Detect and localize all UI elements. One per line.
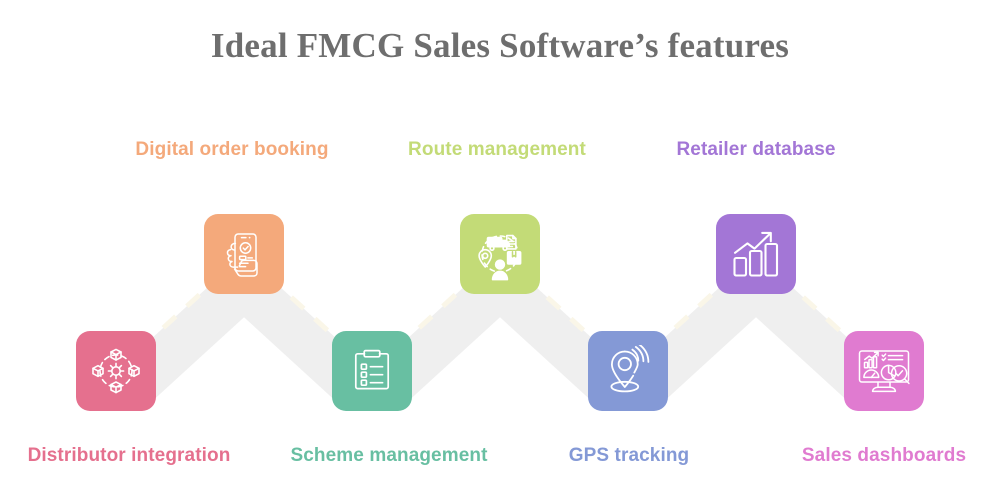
location-pin-signal-icon — [602, 345, 654, 397]
document-glyph — [506, 234, 517, 250]
feature-label-distributor-integration: Distributor integration — [27, 445, 231, 466]
bar-chart-growth-icon — [731, 229, 781, 279]
map-pin-glyph — [478, 248, 493, 268]
feature-tile-route-management[interactable] — [460, 214, 540, 294]
feature-tile-digital-order-booking[interactable] — [204, 214, 284, 294]
feature-tile-sales-dashboards[interactable] — [844, 331, 924, 411]
feature-label-retailer-database: Retailer database — [676, 139, 836, 160]
page-title: Ideal FMCG Sales Software’s features — [210, 26, 790, 65]
delivery-route-icon — [473, 227, 527, 281]
cube-top — [110, 348, 122, 361]
dashboard-monitor-icon — [857, 344, 911, 398]
feature-label-digital-order-booking: Digital order booking — [135, 139, 329, 160]
feature-tile-retailer-database[interactable] — [716, 214, 796, 294]
cube-right — [128, 364, 140, 378]
feature-label-gps-tracking: GPS tracking — [568, 445, 690, 466]
hand-phone-order-icon — [219, 229, 269, 279]
magnifier-check — [890, 365, 910, 385]
feature-label-scheme-management: Scheme management — [290, 445, 488, 466]
package-box-glyph — [506, 251, 522, 265]
cube-bottom — [110, 381, 122, 394]
truck-glyph — [486, 236, 510, 252]
mini-list — [881, 353, 904, 362]
clipboard-checklist-icon — [348, 347, 396, 395]
feature-label-route-management: Route management — [408, 139, 586, 160]
mini-bar-chart — [863, 351, 879, 369]
cube-left — [92, 364, 104, 378]
mini-gauge — [863, 369, 880, 379]
feature-tile-gps-tracking[interactable] — [588, 331, 668, 411]
gear-network-icon — [90, 345, 142, 397]
feature-label-sales-dashboards: Sales dashboards — [801, 445, 967, 466]
feature-tile-distributor-integration[interactable] — [76, 331, 156, 411]
feature-tile-scheme-management[interactable] — [332, 331, 412, 411]
person-glyph — [491, 259, 509, 281]
